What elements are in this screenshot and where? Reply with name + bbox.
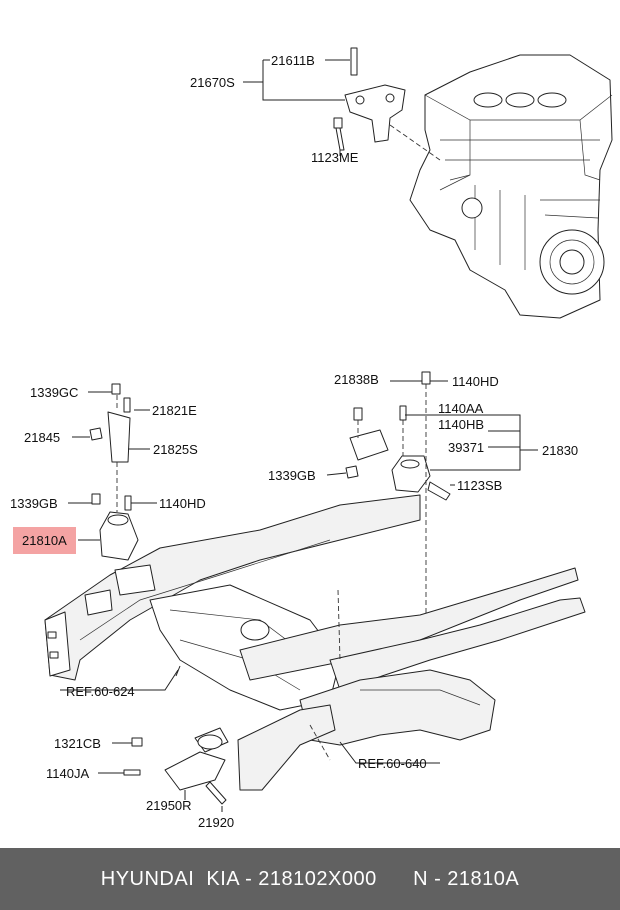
label-1339GC: 1339GC [30,385,78,400]
label-21825S: 21825S [153,442,198,457]
engine-block-illustration [409,54,613,319]
parts-diagram: 21611B 21670S 1123ME 1339GC 21821E 21845… [10,47,613,830]
label-21810A: 21810A [22,533,67,548]
right-mount-stack [345,371,451,501]
label-21920: 21920 [198,815,234,830]
label-21845: 21845 [24,430,60,445]
label-1339GB-right: 1339GB [268,468,316,483]
transmission-mount-bottom [123,727,229,805]
label-ref-60-624: REF.60-624 [66,684,135,699]
label-39371: 39371 [448,440,484,455]
label-1123SB: 1123SB [457,478,502,493]
label-21830: 21830 [542,443,578,458]
label-ref-60-640: REF.60-640 [358,756,427,771]
footer-part-text: HYUNDAI KIA - 218102X000 N - 21810A [100,867,520,890]
label-1123ME: 1123ME [311,150,359,165]
label-21611B: 21611B [271,53,315,68]
label-21821E: 21821E [152,403,197,418]
label-1339GB-left: 1339GB [10,496,58,511]
highlight-box-21810A [13,527,76,554]
label-1321CB: 1321CB [54,736,101,751]
footer-bar: HYUNDAI KIA - 218102X000 N - 21810A [0,848,620,910]
label-21838B: 21838B [334,372,379,387]
label-1140HD-right: 1140HD [452,374,499,389]
engine-mount-bracket-top [333,47,406,151]
label-1140JA: 1140JA [46,766,89,781]
label-1140HB: 1140HB [438,417,484,432]
label-1140AA: 1140AA [438,401,484,416]
label-21950R: 21950R [146,798,192,813]
label-1140HD-left: 1140HD [159,496,206,511]
left-mount-stack [89,383,139,561]
label-21670S: 21670S [190,75,235,90]
